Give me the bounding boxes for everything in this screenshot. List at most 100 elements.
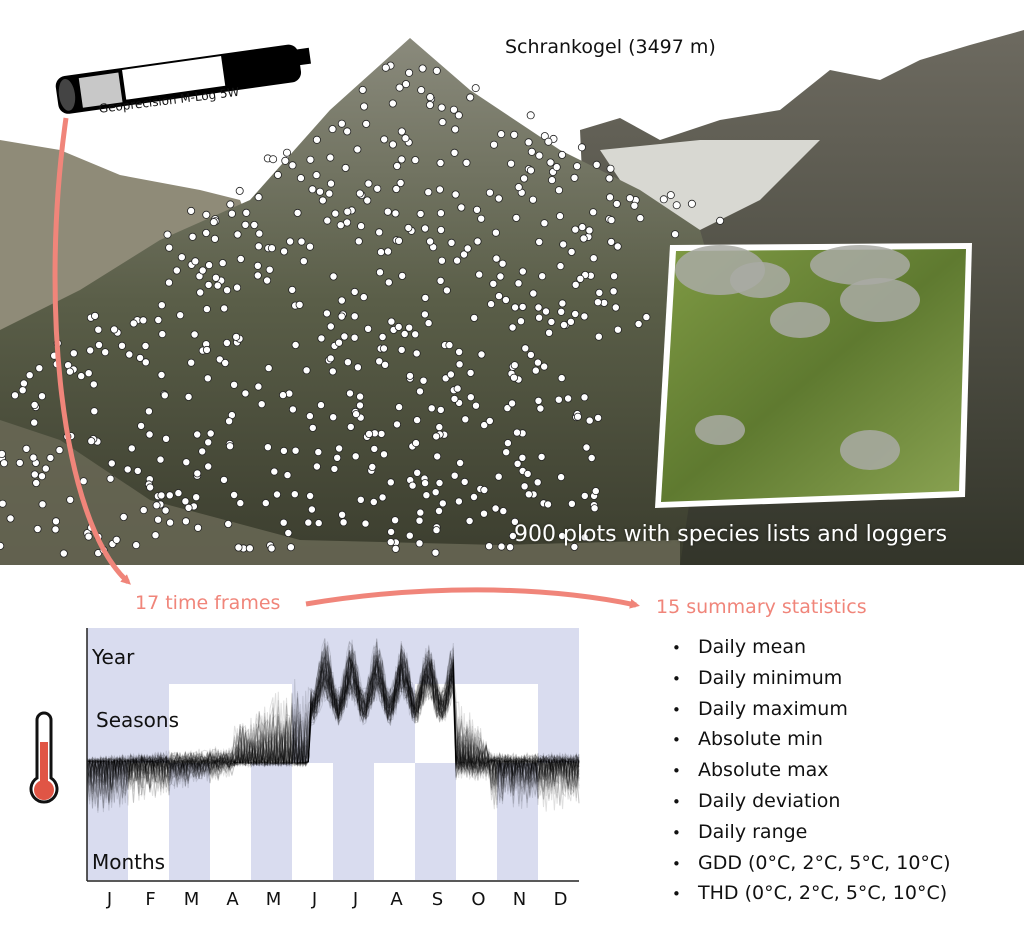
stat-item: Daily minimum — [672, 663, 951, 694]
plot-marker — [592, 160, 601, 169]
plot-marker — [527, 147, 536, 156]
plot-marker — [202, 305, 211, 314]
plot-marker — [405, 531, 414, 540]
plot-marker — [434, 506, 443, 515]
plot-marker — [456, 458, 465, 467]
plot-marker — [19, 379, 28, 388]
plot-marker — [291, 340, 300, 349]
plot-marker — [546, 158, 555, 167]
plot-marker — [328, 367, 337, 376]
plot-marker — [184, 392, 193, 401]
plot-marker — [442, 286, 451, 295]
peak-label: Schrankogel (3497 m) — [505, 36, 716, 58]
plot-marker — [567, 247, 576, 256]
plot-marker — [38, 392, 47, 401]
plot-marker — [577, 143, 586, 152]
plot-marker — [418, 64, 427, 73]
plot-marker — [386, 538, 395, 547]
plot-marker — [594, 413, 603, 422]
rock — [770, 302, 830, 338]
plot-marker — [6, 514, 15, 523]
plot-marker — [355, 189, 364, 198]
plot-marker — [225, 442, 234, 451]
plot-marker — [392, 420, 401, 429]
plot-marker — [494, 194, 503, 203]
plot-marker — [141, 358, 150, 367]
plot-marker — [123, 465, 132, 474]
logger-series-line — [86, 670, 580, 800]
plot-marker — [387, 317, 396, 326]
plot-marker — [421, 293, 430, 302]
plot-marker — [445, 341, 454, 350]
plot-marker — [10, 391, 19, 400]
plot-marker — [337, 296, 346, 305]
plot-marker — [514, 279, 523, 288]
plot-marker — [511, 303, 520, 312]
plot-marker — [427, 404, 436, 413]
plot-marker — [354, 237, 363, 246]
plot-marker — [425, 101, 434, 110]
plot-marker — [466, 93, 475, 102]
plot-marker — [453, 384, 462, 393]
plot-marker — [449, 105, 458, 114]
plot-marker — [451, 190, 460, 199]
logger-series-line — [86, 649, 580, 811]
plot-marker — [282, 148, 291, 157]
plot-marker — [612, 199, 621, 208]
plot-marker — [560, 320, 569, 329]
plot-marker — [556, 212, 565, 221]
plot-marker — [306, 155, 315, 164]
row-label-year: Year — [92, 645, 135, 669]
plot-marker — [350, 333, 359, 342]
plot-marker — [220, 304, 229, 313]
plot-marker — [291, 446, 300, 455]
plot-marker — [580, 393, 589, 402]
plot-marker — [426, 237, 435, 246]
plot-marker — [174, 489, 183, 498]
plot-marker — [144, 407, 153, 416]
plot-marker — [424, 188, 433, 197]
plot-marker — [508, 399, 517, 408]
plot-marker — [594, 332, 603, 341]
rock — [810, 245, 910, 285]
plot-marker — [233, 230, 242, 239]
plot-marker — [531, 366, 540, 375]
plot-marker — [535, 151, 544, 160]
plot-marker — [545, 328, 554, 337]
plot-marker — [308, 185, 317, 194]
plot-marker — [405, 323, 414, 332]
logger-series-line — [86, 651, 580, 800]
plot-marker — [422, 491, 431, 500]
plot-marker — [591, 487, 600, 496]
plot-marker — [393, 161, 402, 170]
plot-marker — [535, 313, 544, 322]
month-tick-label: A — [390, 889, 403, 910]
plot-marker — [343, 358, 352, 367]
plot-marker — [376, 248, 385, 257]
plot-marker — [457, 203, 466, 212]
plot-marker — [405, 68, 414, 77]
plot-marker — [379, 344, 388, 353]
plot-marker — [636, 214, 645, 223]
plot-marker — [455, 360, 464, 369]
logger-series-line — [86, 669, 580, 805]
logger-series-line — [86, 661, 580, 808]
logger-series-line — [86, 653, 580, 803]
plot-marker — [290, 490, 299, 499]
month-tick-label: S — [431, 889, 444, 910]
plot-marker — [218, 259, 227, 268]
plot-marker — [485, 416, 494, 425]
plot-marker — [580, 312, 589, 321]
plot-marker — [154, 515, 163, 524]
plot-marker — [578, 223, 587, 232]
logger-series-line — [86, 645, 580, 804]
logger-series-line — [86, 646, 580, 789]
plot-marker — [607, 237, 616, 246]
stat-item: Absolute max — [672, 755, 951, 786]
plot-marker — [224, 520, 233, 529]
month-band — [87, 763, 128, 880]
plot-marker — [459, 250, 468, 259]
plot-marker — [210, 234, 219, 243]
plot-marker — [479, 509, 488, 518]
plot-marker — [269, 155, 278, 164]
